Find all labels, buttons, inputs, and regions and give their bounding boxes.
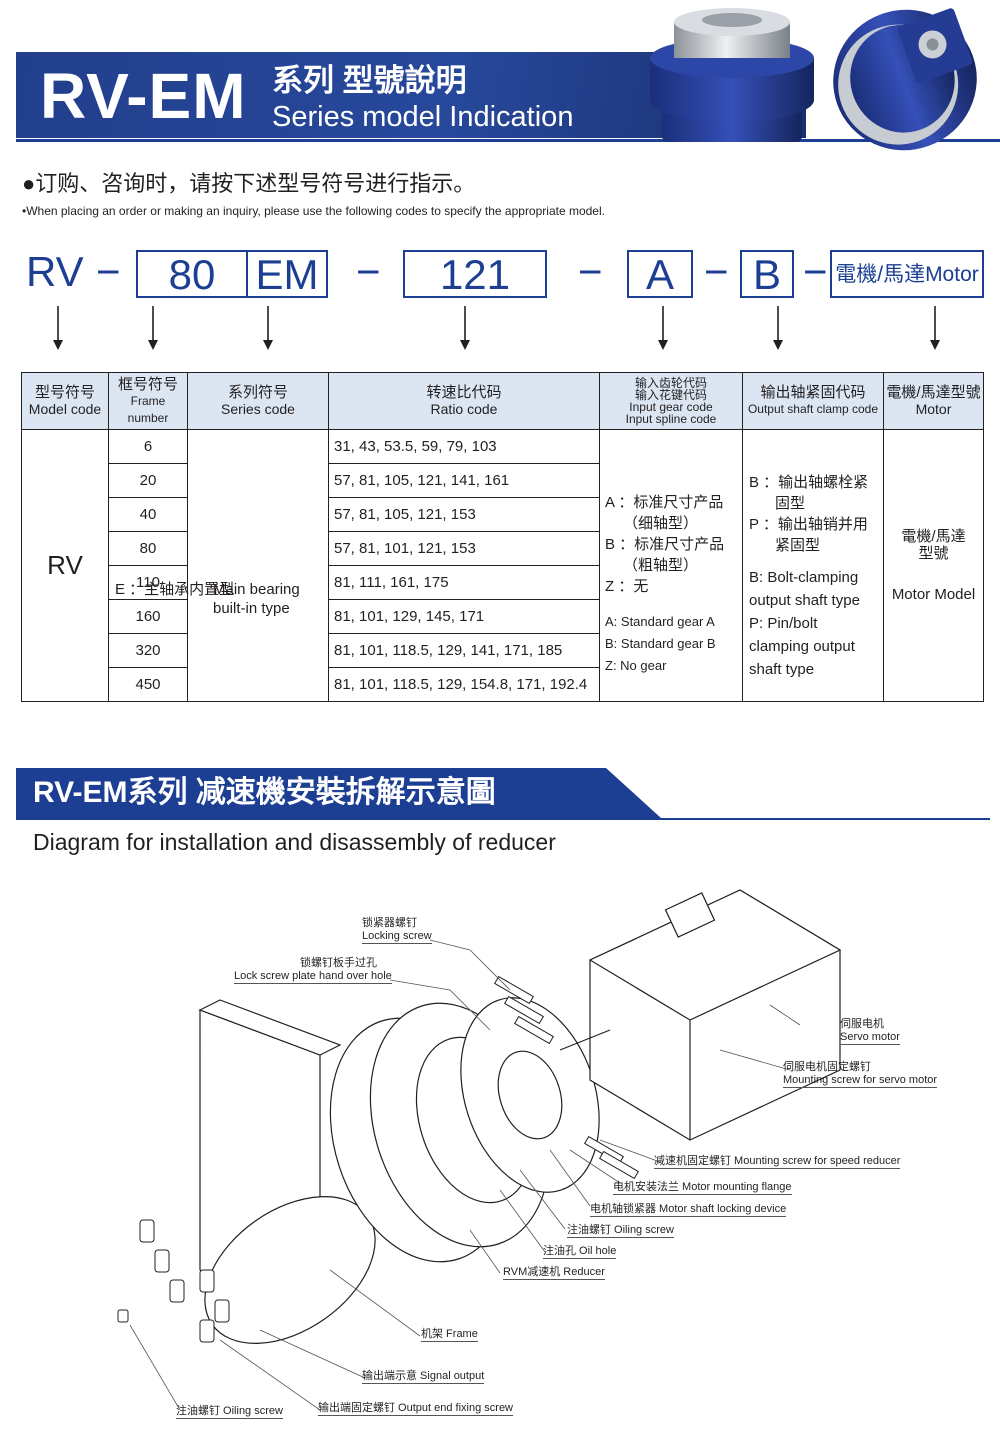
code-arrows (53, 306, 940, 350)
code-dash: − (96, 248, 121, 295)
section2-subtitle: Diagram for installation and disassembly… (33, 829, 556, 855)
code-dash: − (356, 248, 381, 295)
table-row: 40 57, 81, 105, 121, 153 (22, 497, 984, 532)
code-motor-box: 電機/馬達Motor (830, 250, 984, 298)
frame-cell: 160 (108, 599, 188, 634)
code-gear-box: A (627, 250, 693, 298)
product-photo (650, 8, 977, 151)
code-frame-box: 80 (136, 250, 248, 298)
code-series-box: EM (246, 250, 328, 298)
ratio-cell: 81, 101, 129, 145, 171 (328, 599, 600, 634)
label-reducer-screw: 减速机固定螺钉 Mounting screw for speed reducer (654, 1155, 901, 1169)
motor-model-cell: 電機/馬達 型號 Motor Model (883, 429, 984, 702)
code-prefix: RV (26, 248, 84, 295)
section2-title: RV-EM系列 减速機安裝拆解示意圖 (33, 776, 496, 809)
code-clamp-box: B (740, 250, 794, 298)
table-row: 320 81, 101, 118.5, 129, 141, 171, 185 (22, 633, 984, 668)
ratio-cell: 57, 81, 105, 121, 141, 161 (328, 463, 600, 498)
output-clamp-cell: B ：输出轴螺栓紧 固型 P ：输出轴销并用 紧固型 B: Bolt-clamp… (742, 429, 884, 702)
header-underline (16, 139, 1000, 142)
page-title: RV-EM (40, 60, 247, 132)
frame-cell: 80 (108, 531, 188, 566)
code-dash: − (803, 248, 828, 295)
table-row: 80 57, 81, 101, 121, 153 (22, 531, 984, 566)
label-motor-flange: 电机安装法兰 Motor mounting flange (613, 1181, 792, 1195)
label-oiling-screw-bottom: 注油螺钉 Oiling screw (176, 1405, 283, 1419)
section2-underline (16, 818, 990, 820)
page-title-en: Series model Indication (272, 101, 574, 133)
table-row: 110 81, 111, 161, 175 (22, 565, 984, 600)
label-shaft-lock: 电机轴锁紧器 Motor shaft locking device (590, 1203, 787, 1217)
code-dash: − (704, 248, 729, 295)
order-note-en: •When placing an order or making an inqu… (22, 204, 605, 218)
label-frame: 机架 Frame (421, 1328, 478, 1342)
exploded-diagram (117, 889, 842, 1411)
frame-cell: 320 (108, 633, 188, 668)
ratio-cell: 81, 111, 161, 175 (328, 565, 600, 600)
label-oiling-screw: 注油螺钉 Oiling screw (567, 1224, 674, 1238)
code-dash: − (578, 248, 603, 295)
ratio-cell: 31, 43, 53.5, 59, 79, 103 (328, 429, 600, 464)
label-signal-output: 输出端示意 Signal output (362, 1370, 485, 1384)
ratio-cell: 81, 101, 118.5, 129, 154.8, 171, 192.4 (328, 667, 600, 702)
series-zh: E ：主轴承内置型 (115, 581, 235, 598)
table-row: 450 81, 101, 118.5, 129, 154.8, 171, 192.… (22, 667, 984, 702)
model-code-cell: RV (21, 429, 109, 702)
input-gear-cell: A ：标准尺寸产品 （细轴型） B ：标准尺寸产品 （粗轴型） Z ：无 A: … (599, 429, 743, 702)
label-oil-hole: 注油孔 Oil hole (543, 1245, 617, 1259)
frame-cell: 20 (108, 463, 188, 498)
page-title-zh: 系列 型號說明 (272, 63, 467, 98)
ratio-cell: 57, 81, 101, 121, 153 (328, 531, 600, 566)
frame-cell: 450 (108, 667, 188, 702)
section2-banner (16, 768, 661, 818)
series-cell: E ：主轴承内置型 (115, 429, 329, 702)
order-note-zh: ●订购、咨询时，请按下述型号符号进行指示。 (22, 171, 476, 196)
label-reducer: RVM减速机 Reducer (503, 1266, 605, 1280)
frame-cell: 40 (108, 497, 188, 532)
table-row: 20 57, 81, 105, 121, 141, 161 (22, 463, 984, 498)
frame-cell: 110 (108, 565, 188, 600)
ratio-cell: 81, 101, 118.5, 129, 141, 171, 185 (328, 633, 600, 668)
ratio-cell: 57, 81, 105, 121, 153 (328, 497, 600, 532)
frame-cell: 6 (108, 429, 188, 464)
code-ratio-box: 121 (403, 250, 547, 298)
table-row: RV 6 E ：主轴承内置型 31, 43, 53.5, 59, 79, 103… (21, 429, 984, 702)
label-output-screw: 输出端固定螺钉 Output end fixing screw (318, 1402, 514, 1416)
